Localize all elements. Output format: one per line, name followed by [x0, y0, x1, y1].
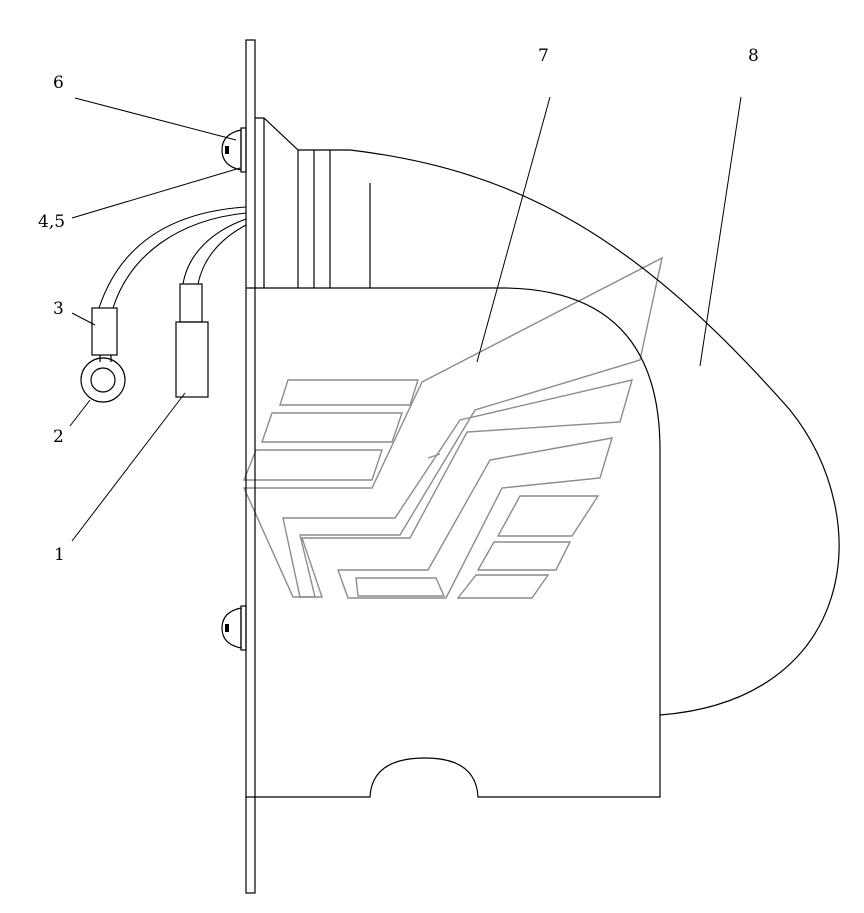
- callout-2: 2: [53, 427, 64, 447]
- callout-4-5: 4,5: [38, 212, 65, 232]
- callout-8: 8: [748, 46, 759, 66]
- bullet-connector: [175, 283, 209, 398]
- wire-harness: [98, 206, 247, 309]
- lower-screw: [221, 605, 247, 651]
- cover-bag: [349, 149, 840, 716]
- callout-1: 1: [54, 545, 65, 565]
- duct-neck: [255, 117, 371, 288]
- mounting-plate: [245, 39, 256, 894]
- upper-screw: [221, 127, 247, 173]
- housing-body: [246, 287, 661, 798]
- callout-3: 3: [53, 299, 64, 319]
- leader-lines: [69, 96, 742, 542]
- callout-6: 6: [53, 73, 64, 93]
- ring-terminal: [80, 307, 126, 403]
- logo-watermark: [242, 256, 663, 599]
- callout-labels: 6 4,5 3 2 1 7 8: [38, 46, 759, 565]
- callout-7: 7: [538, 46, 549, 66]
